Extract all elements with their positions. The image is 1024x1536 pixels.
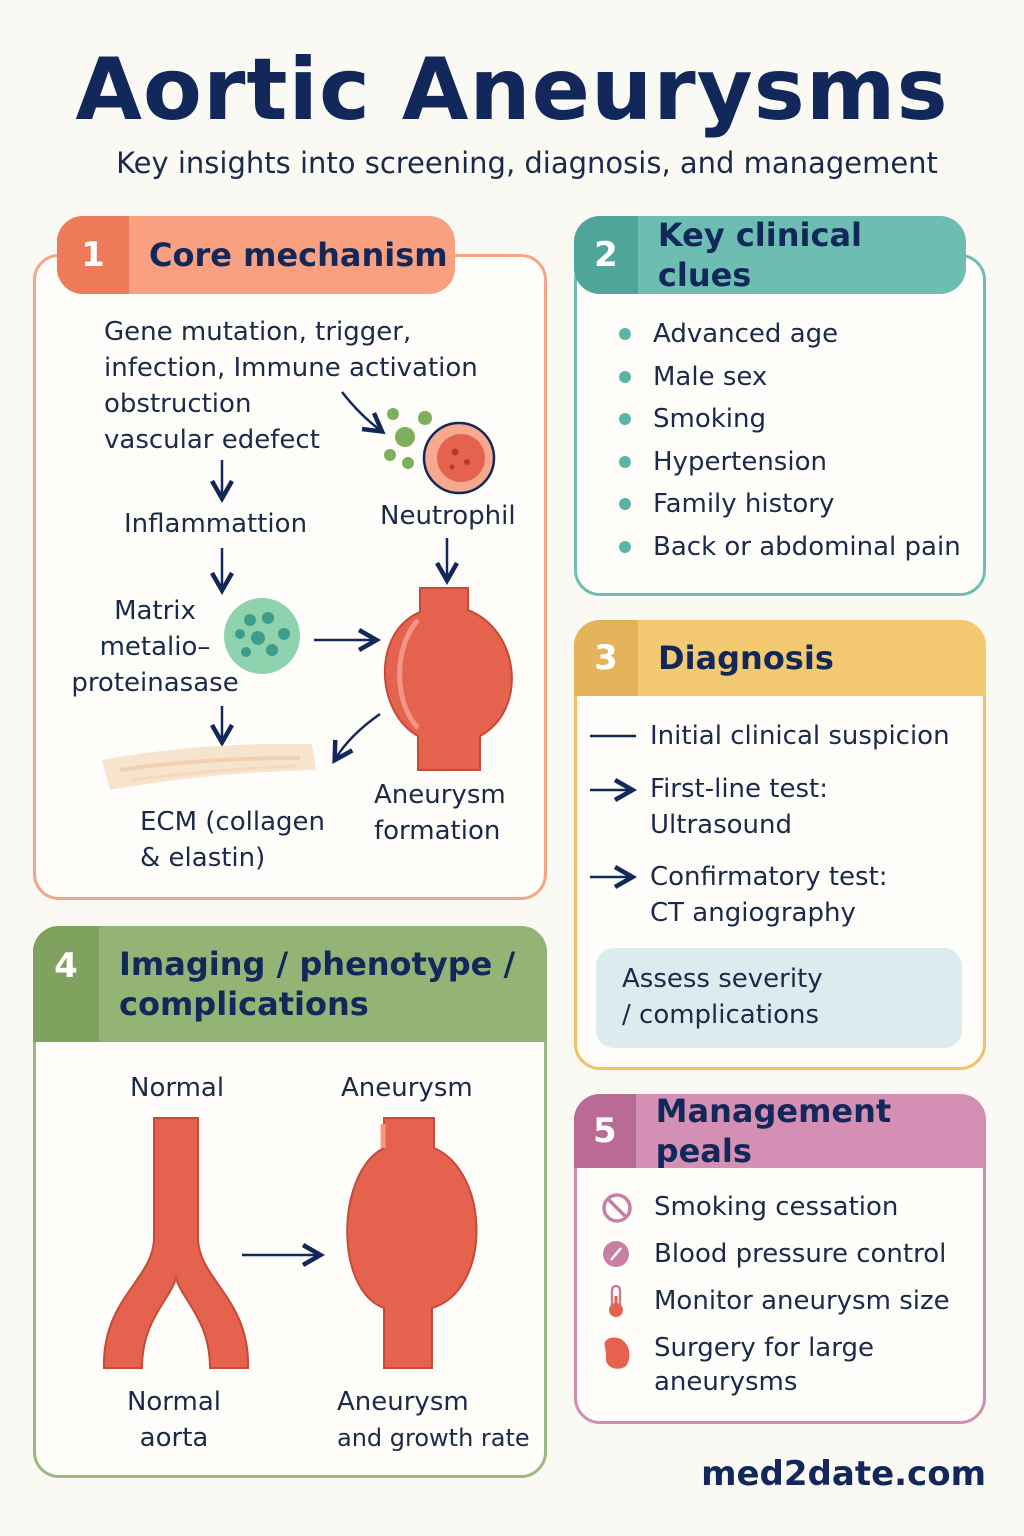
panel-4-number: 4	[33, 926, 99, 1042]
cause-text: Gene mutation, trigger,infection, Immune…	[104, 317, 478, 455]
panel-4-header: 4 Imaging / phenotype /complications	[33, 926, 547, 1042]
no-smoking-icon	[602, 1193, 632, 1223]
panel-2-title: Key clinical clues	[657, 216, 862, 294]
panel-4-title: Imaging / phenotype /complications	[119, 945, 516, 1023]
panel-1-header: 1 Core mechanism	[57, 216, 455, 294]
bullet-icon	[619, 413, 631, 425]
aneurysm-aorta-icon	[346, 1117, 478, 1369]
clue-item: Smoking	[619, 401, 766, 437]
panel-1-title: Core mechanism	[149, 236, 448, 274]
normal-label: Normal	[130, 1073, 225, 1103]
management-item: Monitor aneurysm size	[654, 1286, 950, 1316]
neutrophil-label: Neutrophil	[380, 501, 516, 531]
clue-item: Hypertension	[619, 444, 827, 480]
panel-3-header: 3 Diagnosis	[574, 620, 986, 696]
organ-icon	[604, 1337, 630, 1369]
thermometer-icon	[609, 1284, 623, 1317]
arrow-trigger-neutrophil	[341, 391, 386, 435]
panel-1-number: 1	[57, 216, 129, 294]
aneurysm-label: Aneurysm	[341, 1073, 473, 1103]
inflammation-label: Inflammattion	[124, 509, 308, 539]
page-subtitle: Key insights into screening, diagnosis, …	[116, 146, 938, 180]
severity-box	[596, 948, 962, 1048]
panel-2-header: 2 Key clinical clues	[574, 216, 966, 294]
management-item: Blood pressure control	[654, 1239, 947, 1269]
panel-core-mechanism	[33, 254, 547, 900]
normal-aorta-icon	[102, 1117, 250, 1369]
clue-item: Advanced age	[619, 316, 838, 352]
panel-5-title: Management peals	[655, 1094, 892, 1168]
arrow-aneurysm-ecm	[332, 712, 381, 765]
panel-5-header: 5 Management peals	[574, 1094, 986, 1168]
panel-2-number: 2	[574, 216, 638, 294]
ecm-fibers-icon	[102, 743, 316, 790]
severity-text: Assess severity/ complications	[622, 964, 823, 1030]
clue-item: Male sex	[619, 359, 767, 395]
neutrophil-icon	[422, 421, 496, 495]
management-item: Smoking cessation	[654, 1192, 899, 1222]
small-cells-icon	[384, 408, 432, 469]
bullet-icon	[619, 541, 631, 553]
panel-key-clinical-clues	[574, 254, 986, 596]
diagnosis-step-2: First-line test:Ultrasound	[650, 774, 828, 840]
bullet-icon	[619, 328, 631, 340]
panel-3-title: Diagnosis	[658, 639, 834, 677]
bullet-icon	[619, 498, 631, 510]
diagnosis-step-1: Initial clinical suspicion	[650, 721, 950, 751]
bullet-icon	[619, 456, 631, 468]
page-title: Aortic Aneurysms	[75, 40, 949, 140]
panel-5-number: 5	[574, 1094, 636, 1168]
pill-icon	[603, 1241, 629, 1267]
aneurysm-formation-icon	[383, 587, 513, 771]
ecm-label: ECM (collagen& elastin)	[140, 807, 325, 873]
panel-3-number: 3	[574, 620, 638, 696]
clue-item: Back or abdominal pain	[619, 529, 961, 565]
clue-item: Family history	[619, 486, 834, 522]
mmp-cell-icon	[224, 598, 300, 674]
bullet-icon	[619, 371, 631, 383]
diagnosis-step-3: Confirmatory test:CT angiography	[650, 862, 888, 928]
footer-site: med2date.com	[701, 1454, 986, 1494]
